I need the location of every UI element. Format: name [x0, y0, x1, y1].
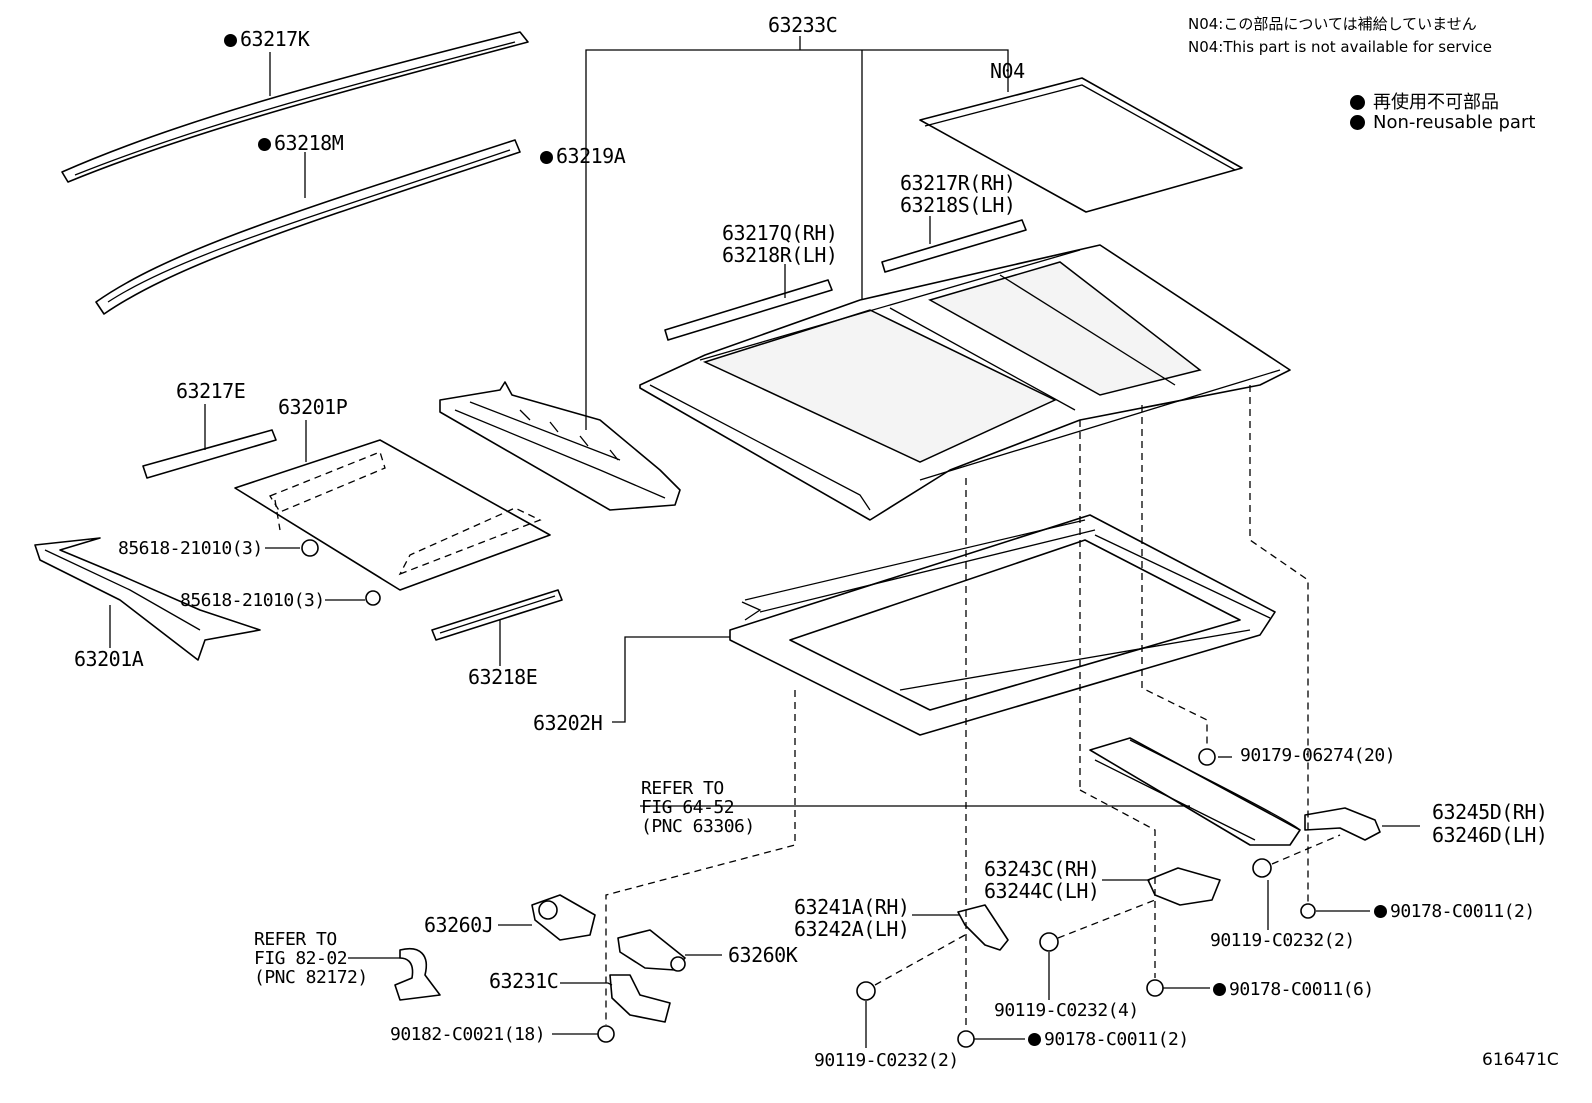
non-reusable-dot-icon: [1213, 983, 1226, 996]
sunshade-roller: [1089, 737, 1301, 846]
strip-63217E: [142, 429, 277, 479]
callout-63201P[interactable]: 63201P: [278, 395, 348, 419]
non-reusable-dot-icon: [1350, 115, 1365, 130]
rear-garnish-63201A: [34, 537, 261, 661]
bracket-63243C: [1147, 867, 1221, 906]
callout-90179[interactable]: 90179-06274(20): [1240, 745, 1396, 766]
callout-90178-a[interactable]: 90178-C0011(2): [1374, 901, 1535, 923]
strip-63217R: [881, 219, 1027, 273]
callout-63231C[interactable]: 63231C: [489, 969, 559, 993]
callout-63218S[interactable]: 63218S(LH): [900, 193, 1016, 217]
note-n04-english: N04:This part is not available for servi…: [1188, 38, 1492, 56]
motor-63260K: [617, 929, 686, 972]
callout-63244C[interactable]: 63244C(LH): [984, 879, 1100, 903]
callout-63243C[interactable]: 63243C(RH): [984, 857, 1100, 881]
callout-90119-a[interactable]: 90119-C0232(2): [1210, 930, 1355, 951]
callout-63233C[interactable]: 63233C: [768, 13, 838, 37]
callout-85618-a[interactable]: 85618-21010(3): [118, 538, 263, 559]
callout-90119-c[interactable]: 90119-C0232(2): [814, 1050, 959, 1071]
non-reusable-dot-icon: [540, 151, 553, 164]
non-reusable-dot-icon: [1350, 95, 1365, 110]
callout-63246D[interactable]: 63246D(LH): [1432, 823, 1548, 847]
callout-90178-b[interactable]: 90178-C0011(6): [1213, 979, 1374, 1001]
refer-fig-82-02-line1: REFER TO: [254, 929, 337, 950]
callout-63218E[interactable]: 63218E: [468, 665, 538, 689]
callout-63241A[interactable]: 63241A(RH): [794, 895, 910, 919]
callout-63218R[interactable]: 63218R(LH): [722, 243, 838, 267]
leader-lines: [109, 36, 1420, 1048]
refer-fig-82-02-line2[interactable]: FIG 82-02: [254, 948, 348, 969]
sunroof-frame: [729, 514, 1276, 736]
legend-japanese: 再使用不可部品: [1350, 88, 1499, 114]
non-reusable-dot-icon: [224, 34, 237, 47]
strip-63217Q: [664, 279, 833, 341]
refer-fig-64-52-line2[interactable]: FIG 64-52: [641, 797, 735, 818]
roof-rail-63218M: [95, 139, 521, 315]
alignment-dashes: [605, 385, 1341, 1030]
callout-63219A[interactable]: 63219A: [540, 145, 626, 167]
roof-panel-63201P: [234, 439, 551, 606]
non-reusable-dot-icon: [258, 138, 271, 151]
note-n04-japanese: N04:この部品については補給していません: [1188, 15, 1477, 33]
roof-cross-member: [439, 381, 681, 511]
callout-90178-c[interactable]: 90178-C0011(2): [1028, 1029, 1189, 1051]
roof-rail-63217K: [61, 31, 529, 183]
refer-fig-64-52-line1: REFER TO: [641, 778, 724, 799]
callout-63217Q[interactable]: 63217Q(RH): [722, 221, 838, 245]
callout-63202H[interactable]: 63202H: [533, 711, 603, 735]
figure-id: 616471C: [1482, 1050, 1559, 1070]
callout-90182[interactable]: 90182-C0021(18): [390, 1024, 546, 1045]
refer-fig-64-52-line3: (PNC 63306): [641, 816, 755, 837]
callout-63260K[interactable]: 63260K: [728, 943, 798, 967]
fasteners: [597, 748, 1316, 1048]
callout-63218M[interactable]: 63218M: [258, 132, 344, 154]
callout-63260J[interactable]: 63260J: [424, 913, 494, 937]
bracket-63245D: [1304, 807, 1381, 841]
bracket-63241A: [957, 904, 1009, 951]
strip-63218E: [431, 589, 563, 641]
callout-85618-b[interactable]: 85618-21010(3): [180, 590, 325, 611]
motor-63260J: [531, 894, 596, 941]
legend-english-text: Non-reusable part: [1373, 112, 1536, 133]
callout-63201A[interactable]: 63201A: [74, 647, 144, 671]
refer-fig-82-02-line3: (PNC 82172): [254, 967, 368, 988]
callout-n04[interactable]: N04: [990, 59, 1025, 83]
callout-63245D[interactable]: 63245D(RH): [1432, 800, 1548, 824]
callout-63217R[interactable]: 63217R(RH): [900, 171, 1016, 195]
sunroof-housing: [639, 244, 1291, 521]
callout-63242A[interactable]: 63242A(LH): [794, 917, 910, 941]
callout-63217E[interactable]: 63217E: [176, 379, 246, 403]
glass-panel-n04: [919, 77, 1243, 213]
bracket-63231C: [609, 974, 671, 1023]
drain-hose-clip: [394, 948, 441, 1001]
non-reusable-dot-icon: [1374, 905, 1387, 918]
legend-japanese-text: 再使用不可部品: [1373, 92, 1499, 113]
non-reusable-dot-icon: [1028, 1033, 1041, 1046]
legend-english: Non-reusable part: [1350, 112, 1535, 133]
callout-90119-b[interactable]: 90119-C0232(4): [994, 1000, 1139, 1021]
callout-63217K[interactable]: 63217K: [224, 28, 310, 50]
